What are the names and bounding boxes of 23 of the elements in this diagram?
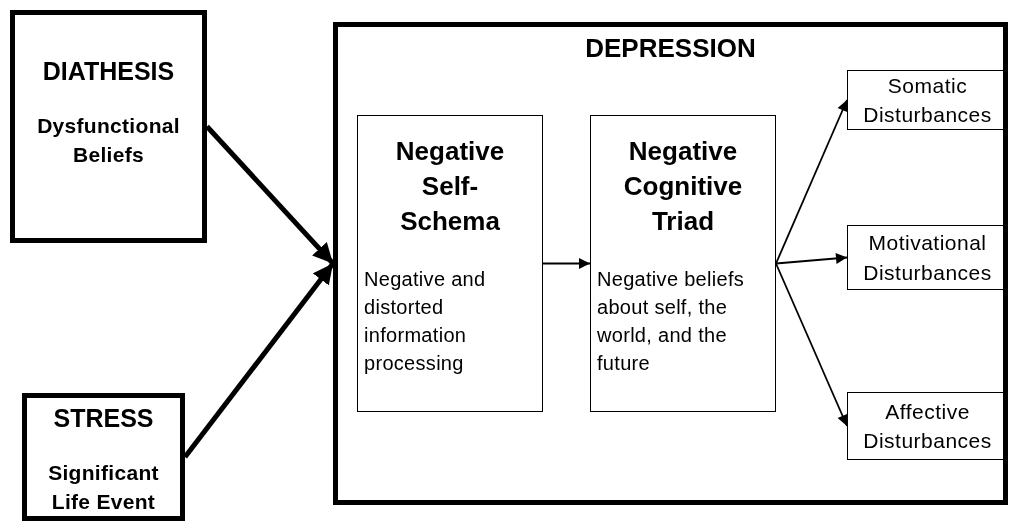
arrow [183, 262, 335, 459]
heading-text: Negative Cognitive Triad [622, 135, 744, 239]
process-box [357, 115, 543, 412]
process-box [10, 10, 207, 243]
heading-text: STRESS [53, 403, 154, 434]
box-text: Somatic Disturbances [862, 72, 993, 128]
box-text: Motivational Disturbances [862, 230, 993, 286]
arrow [542, 258, 591, 269]
heading-text: DIATHESIS [42, 56, 175, 87]
arrow [775, 99, 848, 265]
body-text: Significant Life Event [47, 459, 160, 516]
arrow [775, 262, 848, 427]
group-frame [333, 22, 1008, 505]
process-box [590, 115, 776, 412]
body-text: Dysfunctional Beliefs [36, 112, 181, 169]
body-text: Negative and distorted information processing [364, 267, 487, 377]
heading-text: DEPRESSION [585, 32, 756, 65]
process-box [22, 393, 185, 521]
box-text: Affective Disturbances [862, 398, 993, 454]
arrow [205, 124, 335, 266]
arrow [775, 252, 848, 265]
heading-text: Negative Self-Schema [394, 135, 506, 239]
body-text: Negative beliefs about self, the world, and the future [597, 267, 746, 377]
